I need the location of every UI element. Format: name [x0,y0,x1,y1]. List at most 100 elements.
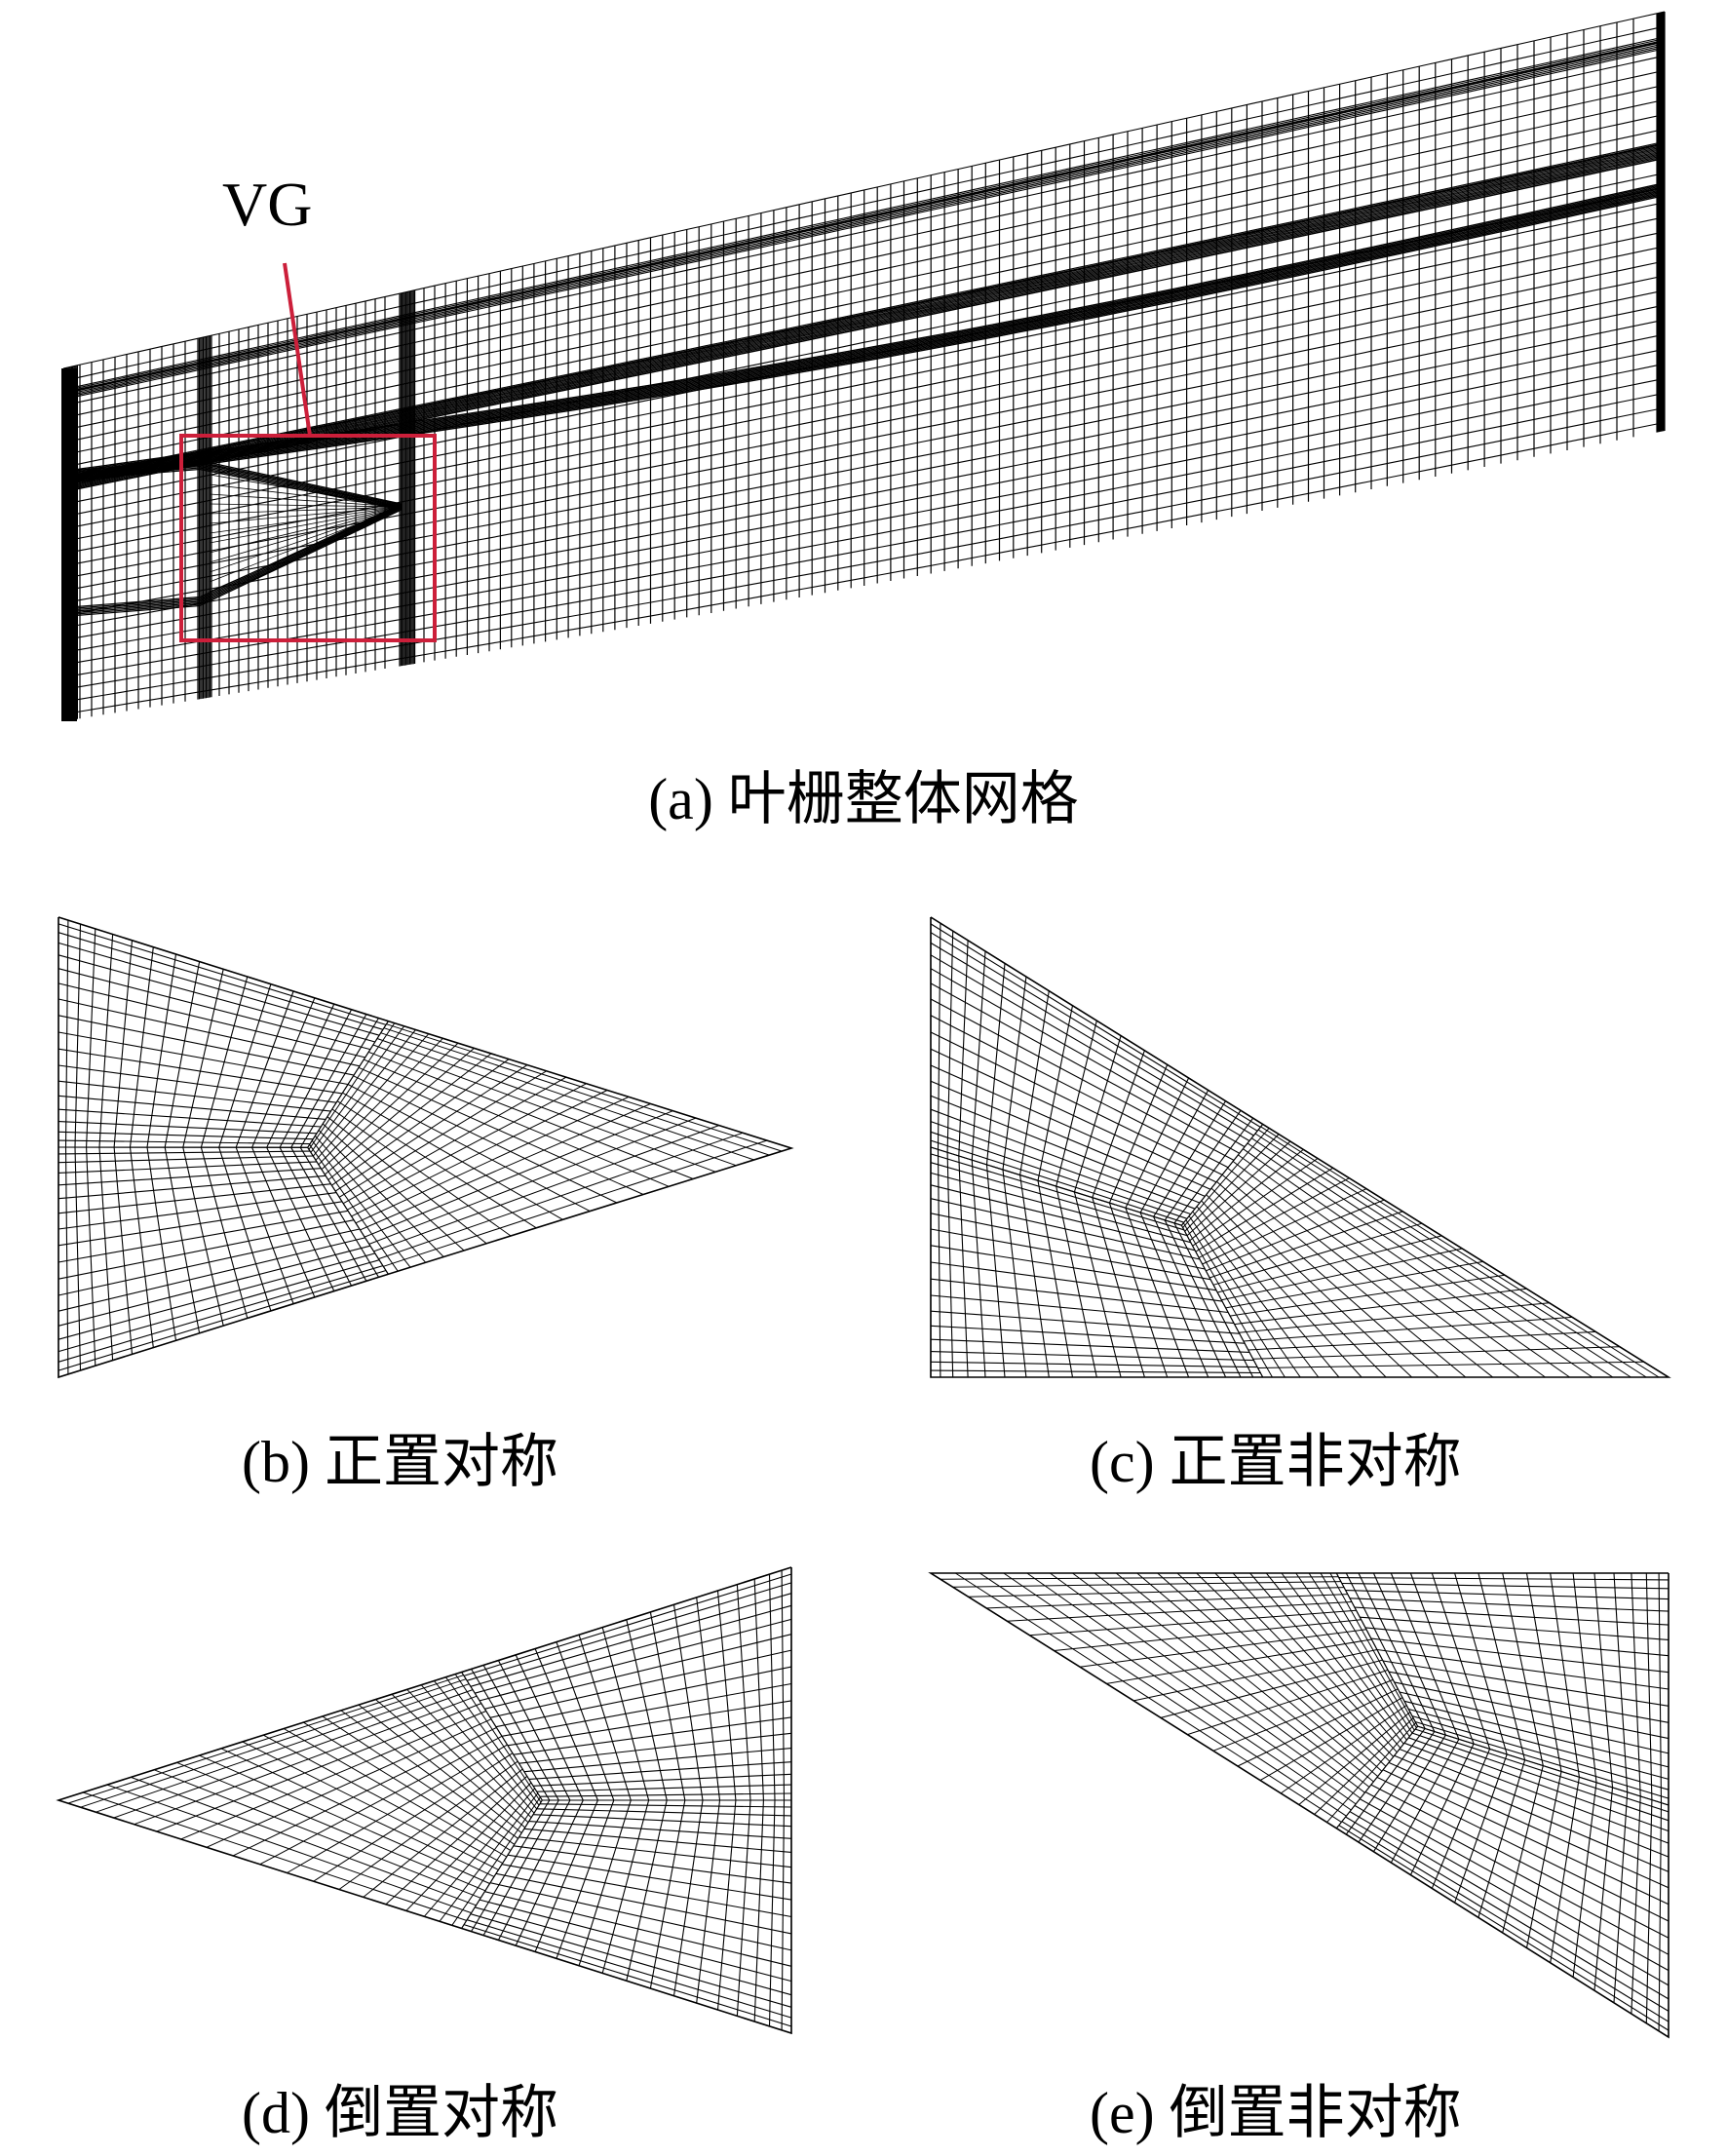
mesh-row [62,39,1666,394]
mesh-d-line [287,1744,508,1873]
mesh-e-line [1295,1572,1410,1737]
mesh-d-line [180,1711,486,1840]
mesh-b-line [307,1020,389,1148]
mesh-b-line [299,1018,379,1148]
mesh-e-line [1645,1572,1653,1800]
mesh-d-line [736,1799,751,2017]
mesh-c-line [1206,1199,1385,1272]
mesh-c-line [985,1164,1006,1378]
mesh-row [62,11,1666,369]
mesh-e-line [1572,1782,1597,1978]
mesh-d-line [199,1754,490,1884]
wake-line [62,187,1666,478]
mesh-d-line [578,1635,632,1801]
mesh-c-line [1092,1050,1145,1198]
mesh-c-line [1173,1222,1254,1378]
mesh-row [62,333,1666,641]
mesh-e-line [1281,1572,1407,1741]
mesh-b-line [353,1075,618,1204]
mesh-row [62,140,1666,479]
mesh-d-line [601,1799,650,1974]
mesh-b-line [266,1003,335,1148]
mesh-c-line [1229,1274,1505,1317]
mesh-e-line [1029,1609,1357,1636]
mesh-c-line [1188,1215,1301,1378]
mesh-e-line [1249,1572,1401,1749]
mesh-c-line [1055,1020,1097,1187]
vg-wedge-line [62,600,201,613]
mesh-d-line [67,1675,464,1804]
mesh-d-line [515,1799,584,1946]
mesh-c-line [1206,1194,1387,1378]
mesh-c-line [1019,990,1050,1175]
vg-fan-line [209,506,403,602]
mesh-c-line [1247,1142,1593,1378]
mesh-d-line [283,1728,508,1858]
mesh-b-line [383,1027,770,1156]
mesh-row [62,202,1666,530]
mesh-row [62,84,1666,431]
mesh-d-line [358,1704,522,1833]
mesh-d-line [454,1674,542,1803]
mesh-e-line [1280,1705,1407,1794]
mesh-d-line [768,1799,776,2026]
vg-pointer-line [283,262,312,437]
mesh-e-line [1237,1688,1399,1767]
mesh-c-line [1055,1185,1097,1378]
mesh-row [62,44,1666,398]
mesh-d-line [451,1796,541,1926]
mesh-e-line [1026,1572,1357,1805]
mesh-d-line [80,1678,467,1808]
vg-wedge-line [62,601,201,615]
vg-wedge-line [62,461,403,506]
mesh-b-line [146,953,177,1148]
mesh-e-line [1136,1572,1379,1777]
mesh-b-line [383,1139,767,1267]
vg-fan-line [209,474,403,508]
mesh-d-line [534,1799,598,1952]
vg-fan-line [209,506,403,544]
wake-line [62,190,1666,481]
mesh-e-line [1326,1722,1416,1823]
mesh-d-line [313,1752,514,1882]
mesh-d-line [156,1703,481,1832]
wake-line [62,188,1666,479]
mesh-d-line [106,1784,472,1914]
mesh-b-line [200,976,249,1148]
mesh-e-line [1550,1572,1580,1778]
mesh-b-line [368,1051,694,1179]
mesh-d-line [556,1641,615,1801]
mesh-c-line [1002,1170,1027,1378]
mesh-b-line [309,1144,399,1272]
mesh-d-line [515,1654,584,1801]
mesh-e-line [1314,1717,1414,1815]
mesh-d-line [420,1684,535,1814]
vg-mesh-upright-asymmetric [930,916,1671,1378]
mesh-b-line [326,1116,487,1245]
mesh-d-line [434,1680,538,1810]
mesh-e-line [968,1587,1345,1598]
mesh-d-line [497,1660,571,1801]
mesh-row [62,144,1666,482]
mesh-b-line [347,1083,587,1211]
mesh-d-line [696,1597,721,1801]
mesh-c-line [1073,1035,1122,1193]
mesh-b-line [310,1025,405,1153]
mesh-e-line [1072,1572,1365,1793]
vg-wedge-line [62,603,201,616]
vg-label: VG [222,170,313,239]
mesh-c-line [1125,1208,1190,1378]
mesh-b-line [372,1044,716,1173]
mesh-e-line [1196,1572,1391,1762]
mesh-d-line [649,1611,686,1801]
mesh-b-line [347,1084,591,1213]
mesh-d-line [303,1721,512,1852]
mesh-c-line [958,1155,969,1378]
mesh-c-outline [930,916,1671,1378]
mesh-c-line [1153,1216,1227,1378]
vg-mesh-inverted-asymmetric [928,1572,1669,2039]
wake-line [62,181,1666,473]
mesh-e-line [986,1594,1348,1609]
mesh-b-line [86,928,96,1148]
mesh-b-line [312,1029,416,1157]
